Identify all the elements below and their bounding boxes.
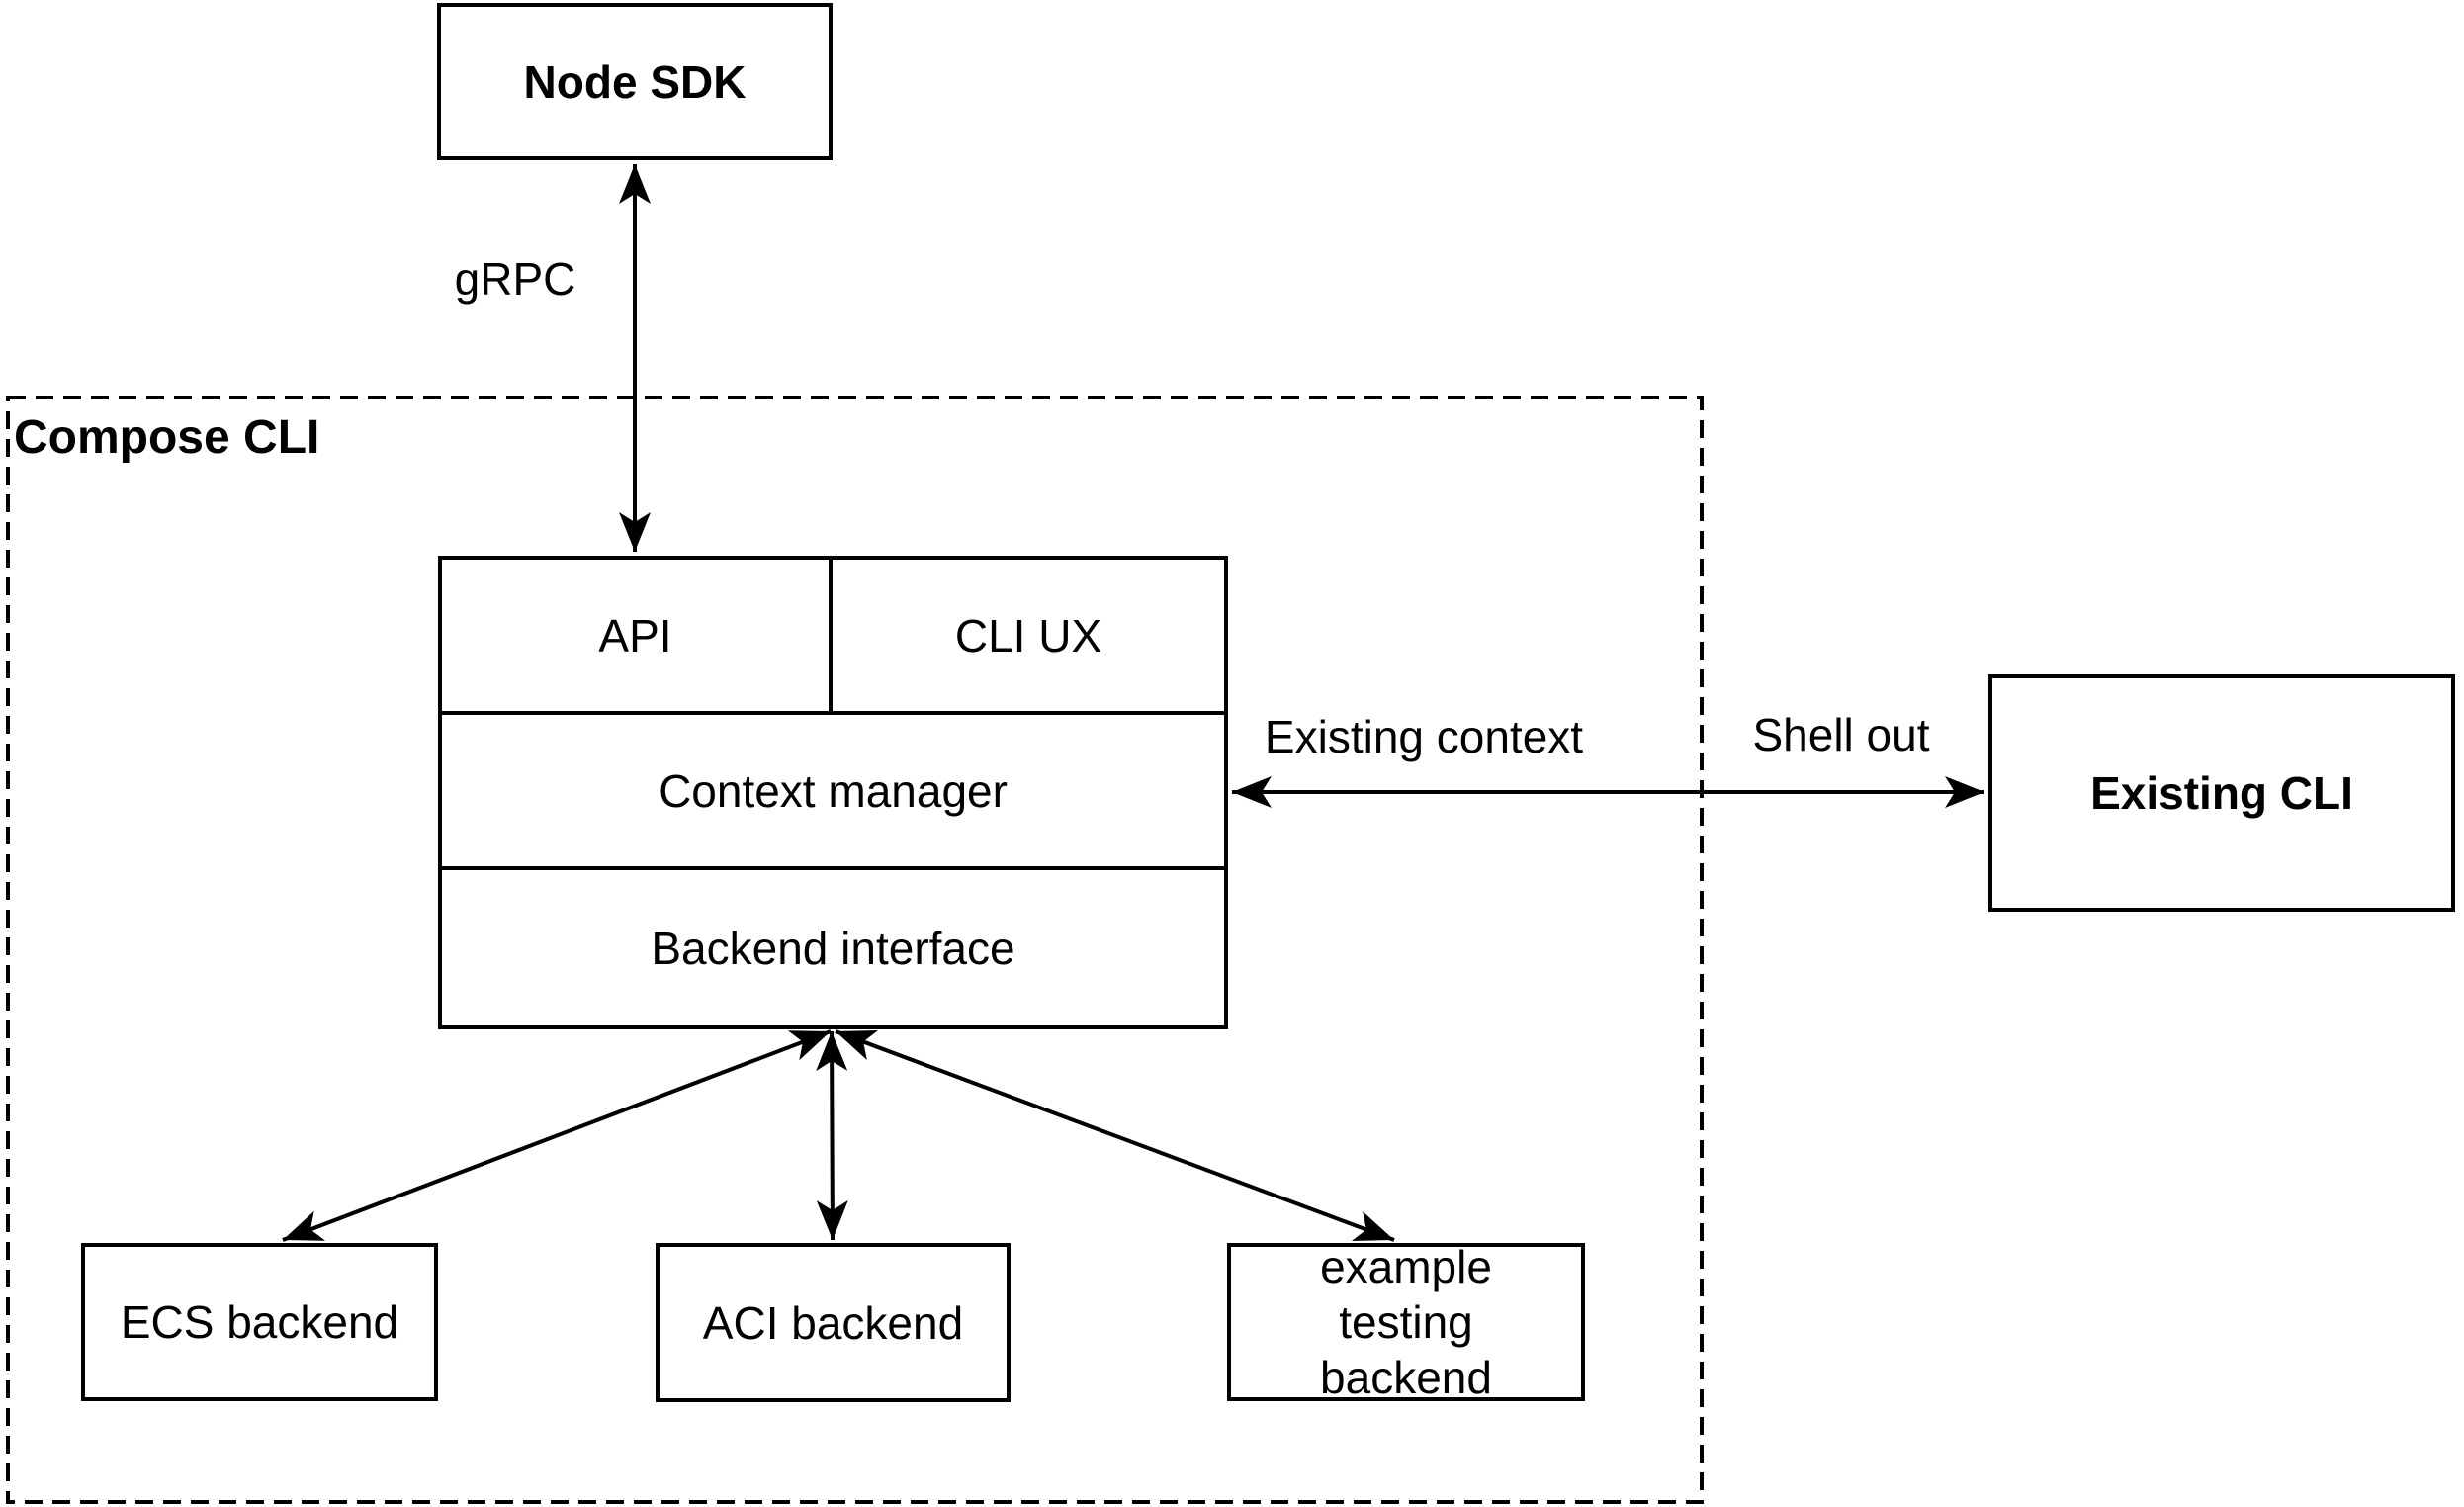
ecs-backend-box: ECS backend [81, 1243, 438, 1401]
context-manager-label: Context manager [659, 764, 1008, 817]
compose-cli-group-border [6, 396, 1704, 1504]
aci-backend-label: ACI backend [702, 1296, 964, 1349]
example-testing-backend-label: example testing backend [1320, 1241, 1492, 1403]
stack-row-top: API CLI UX [442, 560, 1224, 715]
edge-example-backend [835, 1029, 1395, 1242]
ecs-backend-label: ECS backend [120, 1296, 399, 1348]
edge-ecs-backend [282, 1029, 832, 1242]
aci-backend-box: ACI backend [656, 1243, 1011, 1402]
compose-cli-group-label: Compose CLI [14, 411, 320, 464]
existing-cli-box: Existing CLI [1988, 674, 2455, 912]
api-box: API [442, 560, 833, 711]
context-manager-box: Context manager [442, 715, 1224, 870]
node-sdk-label: Node SDK [523, 55, 747, 108]
cli-ux-box: CLI UX [833, 560, 1224, 711]
edge-aci-backend [816, 1030, 848, 1241]
existing-cli-label: Existing CLI [2090, 767, 2353, 819]
backend-interface-label: Backend interface [651, 922, 1015, 974]
cli-ux-label: CLI UX [954, 609, 1102, 662]
node-sdk-box: Node SDK [437, 3, 833, 160]
existing-context-edge-label: Existing context [1264, 711, 1584, 762]
grpc-edge-label: gRPC [454, 253, 576, 305]
api-label: API [598, 609, 672, 662]
shell-out-edge-label: Shell out [1752, 709, 1930, 760]
backend-interface-box: Backend interface [442, 870, 1224, 1025]
compose-cli-stack: API CLI UX Context manager Backend inter… [438, 556, 1228, 1029]
example-testing-backend-box: example testing backend [1227, 1241, 1585, 1403]
